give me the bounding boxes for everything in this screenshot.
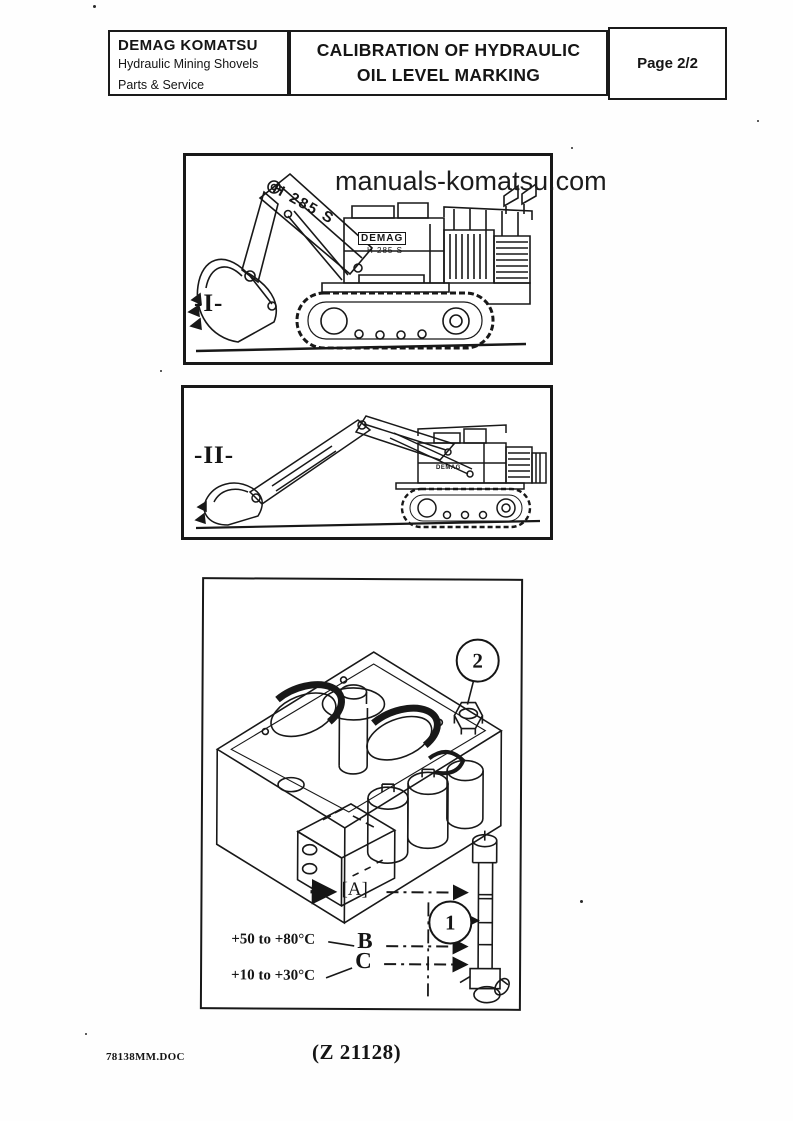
machine-brand-text: DEMAG: [358, 232, 407, 245]
tank-body: [216, 729, 501, 923]
page-title-line2: OIL LEVEL MARKING: [356, 65, 541, 85]
brand-department: Parts & Service: [118, 77, 205, 92]
scan-speck: [571, 147, 573, 149]
brand-logo: DEMAG KOMATSU: [118, 37, 258, 54]
page-title-line1: CALIBRATION OF HYDRAULIC: [316, 39, 581, 60]
header-title-box: CALIBRATION OF HYDRAULIC OIL LEVEL MARKI…: [289, 30, 608, 96]
crawler-tracks: [402, 489, 530, 527]
brand-subtitle: Hydraulic Mining Shovels: [118, 56, 259, 71]
sight-gauge: [460, 831, 513, 1003]
rear-deck: [444, 184, 536, 304]
temp-c-leader: [326, 968, 352, 978]
ground-line: [196, 521, 540, 528]
bucket: [189, 259, 276, 342]
machinery-house: [418, 429, 506, 483]
callout-1-number: 1: [445, 909, 456, 934]
figure-code: (Z 21128): [312, 1040, 402, 1064]
stick: [250, 420, 370, 504]
document-number: 78138MM.DOC: [106, 1051, 185, 1063]
excavator-position-2-drawing: [184, 388, 550, 537]
breather: [322, 685, 384, 774]
header-page-box: Page 2/2: [608, 27, 727, 100]
figure-position-2: -II- DEMAG: [181, 385, 553, 540]
scan-speck: [580, 900, 583, 903]
scan-speck: [757, 120, 759, 122]
position-1-label: -I-: [194, 290, 224, 317]
suction-hoses: [262, 676, 463, 773]
valve-block: [297, 804, 395, 907]
filler-plug: [454, 680, 482, 734]
watermark-text: manuals-komatsu.com: [335, 166, 607, 196]
callout-2: 2: [455, 638, 500, 683]
callout-2-number: 2: [472, 648, 484, 673]
figure-position-1: -I- H 285 S DEMAG H 285 S: [183, 153, 553, 365]
bucket: [196, 483, 262, 525]
scan-speck: [93, 5, 96, 8]
figure-tank-detail: 2 1 [A] B C +50 to +80°C +10 to +30°C: [199, 577, 524, 1011]
position-2-label: -II-: [194, 442, 235, 469]
machine-brand-text-small: DEMAG: [436, 465, 461, 471]
crawler-tracks: [297, 293, 493, 348]
machine-model-text: H 285 S: [367, 246, 403, 255]
boom-cylinder: [285, 211, 349, 281]
scan-speck: [85, 1033, 87, 1035]
level-label-a: [A]: [341, 878, 368, 901]
callout-1: 1: [428, 900, 473, 945]
boom-cylinder: [390, 433, 473, 477]
boom: [356, 416, 454, 460]
page-number: Page 2/2: [637, 55, 698, 72]
scan-speck: [160, 370, 162, 372]
hydraulic-tank-drawing: [202, 579, 521, 1009]
ground-line: [196, 344, 526, 351]
stick: [242, 192, 278, 282]
tank-top-plate: [217, 651, 502, 828]
swing-platform: [322, 283, 449, 292]
level-label-c: C: [355, 947, 372, 974]
boom: [260, 174, 372, 274]
temp-b-leader: [328, 942, 354, 946]
excavator-position-1-drawing: [186, 156, 550, 362]
temperature-range-c: +10 to +30°C: [231, 967, 316, 984]
machinery-house: [344, 203, 444, 283]
return-filters: [368, 760, 484, 864]
header-brand-box: DEMAG KOMATSU Hydraulic Mining Shovels P…: [108, 30, 289, 96]
top-plate-opening: [278, 778, 304, 792]
temperature-range-b: +50 to +80°C: [231, 931, 316, 948]
